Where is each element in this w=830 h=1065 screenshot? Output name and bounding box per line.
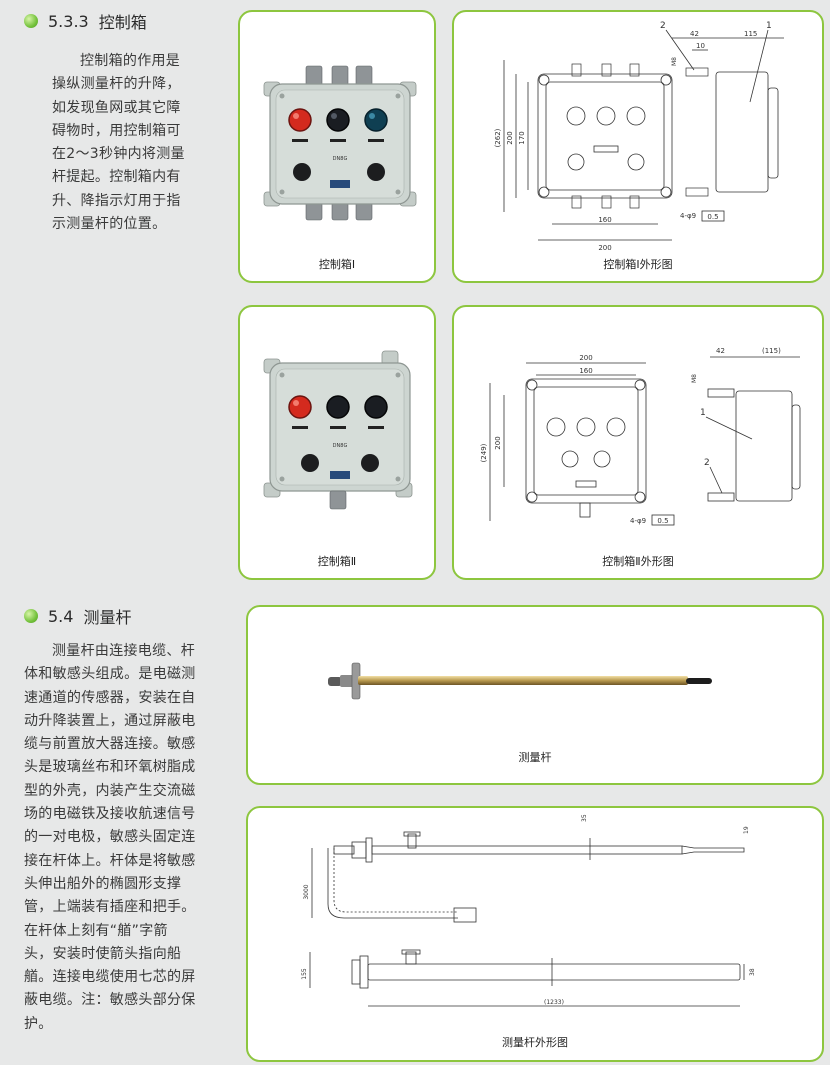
dim-left2: 200 bbox=[506, 131, 514, 144]
rod-photo-panel: 测量杆 bbox=[246, 605, 824, 785]
text-line: 在杆体上刻有“艏”字箭 bbox=[24, 922, 168, 939]
rod-drawing-panel: 35 19 3000 155 38 (1233) 测量杆外形图 bbox=[246, 806, 824, 1062]
dim-side-top2: (115) bbox=[762, 347, 781, 355]
rod-photo-caption: 测量杆 bbox=[518, 751, 552, 764]
dim-tol: 0.5 bbox=[657, 517, 668, 525]
text-line: 杆提起。控制箱内有 bbox=[52, 169, 181, 186]
callout-2: 2 bbox=[660, 21, 666, 31]
dim-left3: 170 bbox=[518, 131, 526, 144]
text-line: 升、降指示灯用于指 bbox=[52, 192, 181, 209]
rod-drawing-caption: 测量杆外形图 bbox=[502, 1036, 568, 1049]
dim-left1: (262) bbox=[494, 128, 502, 147]
text-line: 场的电磁铁及接收航速信号 bbox=[24, 806, 196, 823]
section-title: 测量杆 bbox=[83, 608, 132, 627]
dim-hole: 4-φ9 bbox=[680, 212, 696, 220]
callout-1: 1 bbox=[700, 408, 706, 418]
box-label: DN8G bbox=[333, 156, 348, 162]
section-5-3-3-heading: 5.3.3 控制箱 bbox=[24, 9, 147, 33]
dim-h: 155 bbox=[301, 968, 308, 980]
dim-bottom1: 160 bbox=[598, 216, 611, 224]
dim-d2: 19 bbox=[743, 826, 750, 834]
drawing-1-caption: 控制箱Ⅰ外形图 bbox=[603, 258, 673, 271]
text-line: 头，安装时使箭头指向船 bbox=[24, 945, 182, 962]
text-line: 操纵测量杆的升降， bbox=[52, 76, 181, 93]
box-label: DN8G bbox=[333, 443, 348, 449]
dim-top1: 200 bbox=[579, 354, 592, 362]
green-bullet-icon bbox=[24, 14, 38, 28]
dim-cable: 3000 bbox=[303, 884, 310, 899]
control-box-2-drawing-panel: 200 160 (249) 200 4-φ9 0.5 42 (115) M8 1… bbox=[452, 305, 824, 580]
dim-w: 38 bbox=[749, 968, 756, 976]
measuring-rod-outline-drawing: 35 19 3000 155 38 (1233) bbox=[301, 814, 756, 1007]
text-line: 头伸出船外的椭圆形支撑 bbox=[24, 875, 182, 892]
dim-len: (1233) bbox=[544, 999, 564, 1006]
text-line: 在2～3秒钟内将测量 bbox=[52, 146, 185, 163]
text-line: 缆与前置放大器连接。敏感 bbox=[24, 736, 196, 753]
text-line: 护。 bbox=[24, 1015, 53, 1032]
dim-top2: 160 bbox=[579, 367, 592, 375]
text-line: 测量杆由连接电缆、杆 bbox=[52, 643, 195, 659]
photo-2-caption: 控制箱Ⅱ bbox=[317, 555, 357, 568]
text-line: 的一对电极，敏感头固定连 bbox=[24, 829, 196, 846]
callout-2: 2 bbox=[704, 458, 710, 468]
section-title: 控制箱 bbox=[98, 13, 147, 32]
dim-left2: 200 bbox=[494, 436, 502, 449]
control-box-2-photo: DN8G bbox=[263, 350, 413, 510]
control-box-2-photo-panel: DN8G 控制箱Ⅱ bbox=[238, 305, 436, 580]
text-line: 示测量杆的位置。 bbox=[52, 216, 167, 233]
control-box-1-photo: DN8G bbox=[263, 65, 417, 221]
text-line: 碍物时，用控制箱可 bbox=[52, 122, 181, 139]
dim-top2: 10 bbox=[696, 42, 705, 50]
text-line: 管，上端装有插座和把手。 bbox=[24, 899, 196, 916]
drawing-2-caption: 控制箱Ⅱ外形图 bbox=[602, 555, 674, 568]
section-number: 5.4 bbox=[48, 606, 74, 626]
text-line: 型的外壳，内装产生交流磁 bbox=[24, 782, 196, 799]
text-line: 蔽电缆。注：敏感头部分保 bbox=[24, 992, 196, 1009]
text-line: 动升降装置上，通过屏蔽电 bbox=[24, 712, 196, 729]
dim-top1: 42 bbox=[690, 30, 699, 38]
text-line: 艏。连接电缆使用七芯的屏 bbox=[24, 969, 196, 986]
dim-top3: 115 bbox=[744, 30, 757, 38]
green-bullet-icon bbox=[24, 609, 38, 623]
dim-bottom2: 200 bbox=[598, 244, 611, 252]
section-number: 5.3.3 bbox=[48, 11, 89, 31]
section-5-4-heading: 5.4 测量杆 bbox=[24, 604, 131, 628]
callout-1: 1 bbox=[766, 21, 772, 31]
dim-m: M8 bbox=[671, 57, 678, 66]
text-line: 控制箱的作用是 bbox=[80, 53, 181, 69]
control-box-1-drawing-panel: (262) 200 170 160 200 4-φ9 0.5 42 10 115… bbox=[452, 10, 824, 283]
control-box-1-photo-panel: DN8G 控制箱Ⅰ bbox=[238, 10, 436, 283]
text-line: 头是玻璃丝布和环氧树脂成 bbox=[24, 759, 196, 776]
dim-tol: 0.5 bbox=[707, 213, 718, 221]
photo-1-caption: 控制箱Ⅰ bbox=[318, 258, 356, 271]
text-line: 如发现鱼网或其它障 bbox=[52, 99, 181, 116]
dim-left1: (249) bbox=[480, 443, 488, 462]
dim-d1: 35 bbox=[581, 814, 588, 822]
control-box-description: 控制箱的作用是 操纵测量杆的升降， 如发现鱼网或其它障 碍物时，用控制箱可 在2… bbox=[52, 50, 185, 236]
rod-description: 测量杆由连接电缆、杆 体和敏感头组成。是电磁测 速通道的传感器，安装在自 动升降… bbox=[24, 640, 196, 1036]
control-box-2-outline-drawing: 200 160 (249) 200 4-φ9 0.5 42 (115) M8 1… bbox=[480, 347, 801, 526]
text-line: 接在杆体上。杆体是将敏感 bbox=[24, 852, 196, 869]
text-line: 体和敏感头组成。是电磁测 bbox=[24, 666, 196, 683]
dim-side-top1: 42 bbox=[716, 347, 725, 355]
dim-hole: 4-φ9 bbox=[630, 517, 646, 525]
control-box-1-outline-drawing: (262) 200 170 160 200 4-φ9 0.5 42 10 115… bbox=[494, 21, 784, 252]
text-line: 速通道的传感器，安装在自 bbox=[24, 689, 196, 706]
dim-m: M8 bbox=[691, 374, 698, 383]
measuring-rod-photo bbox=[328, 662, 712, 700]
